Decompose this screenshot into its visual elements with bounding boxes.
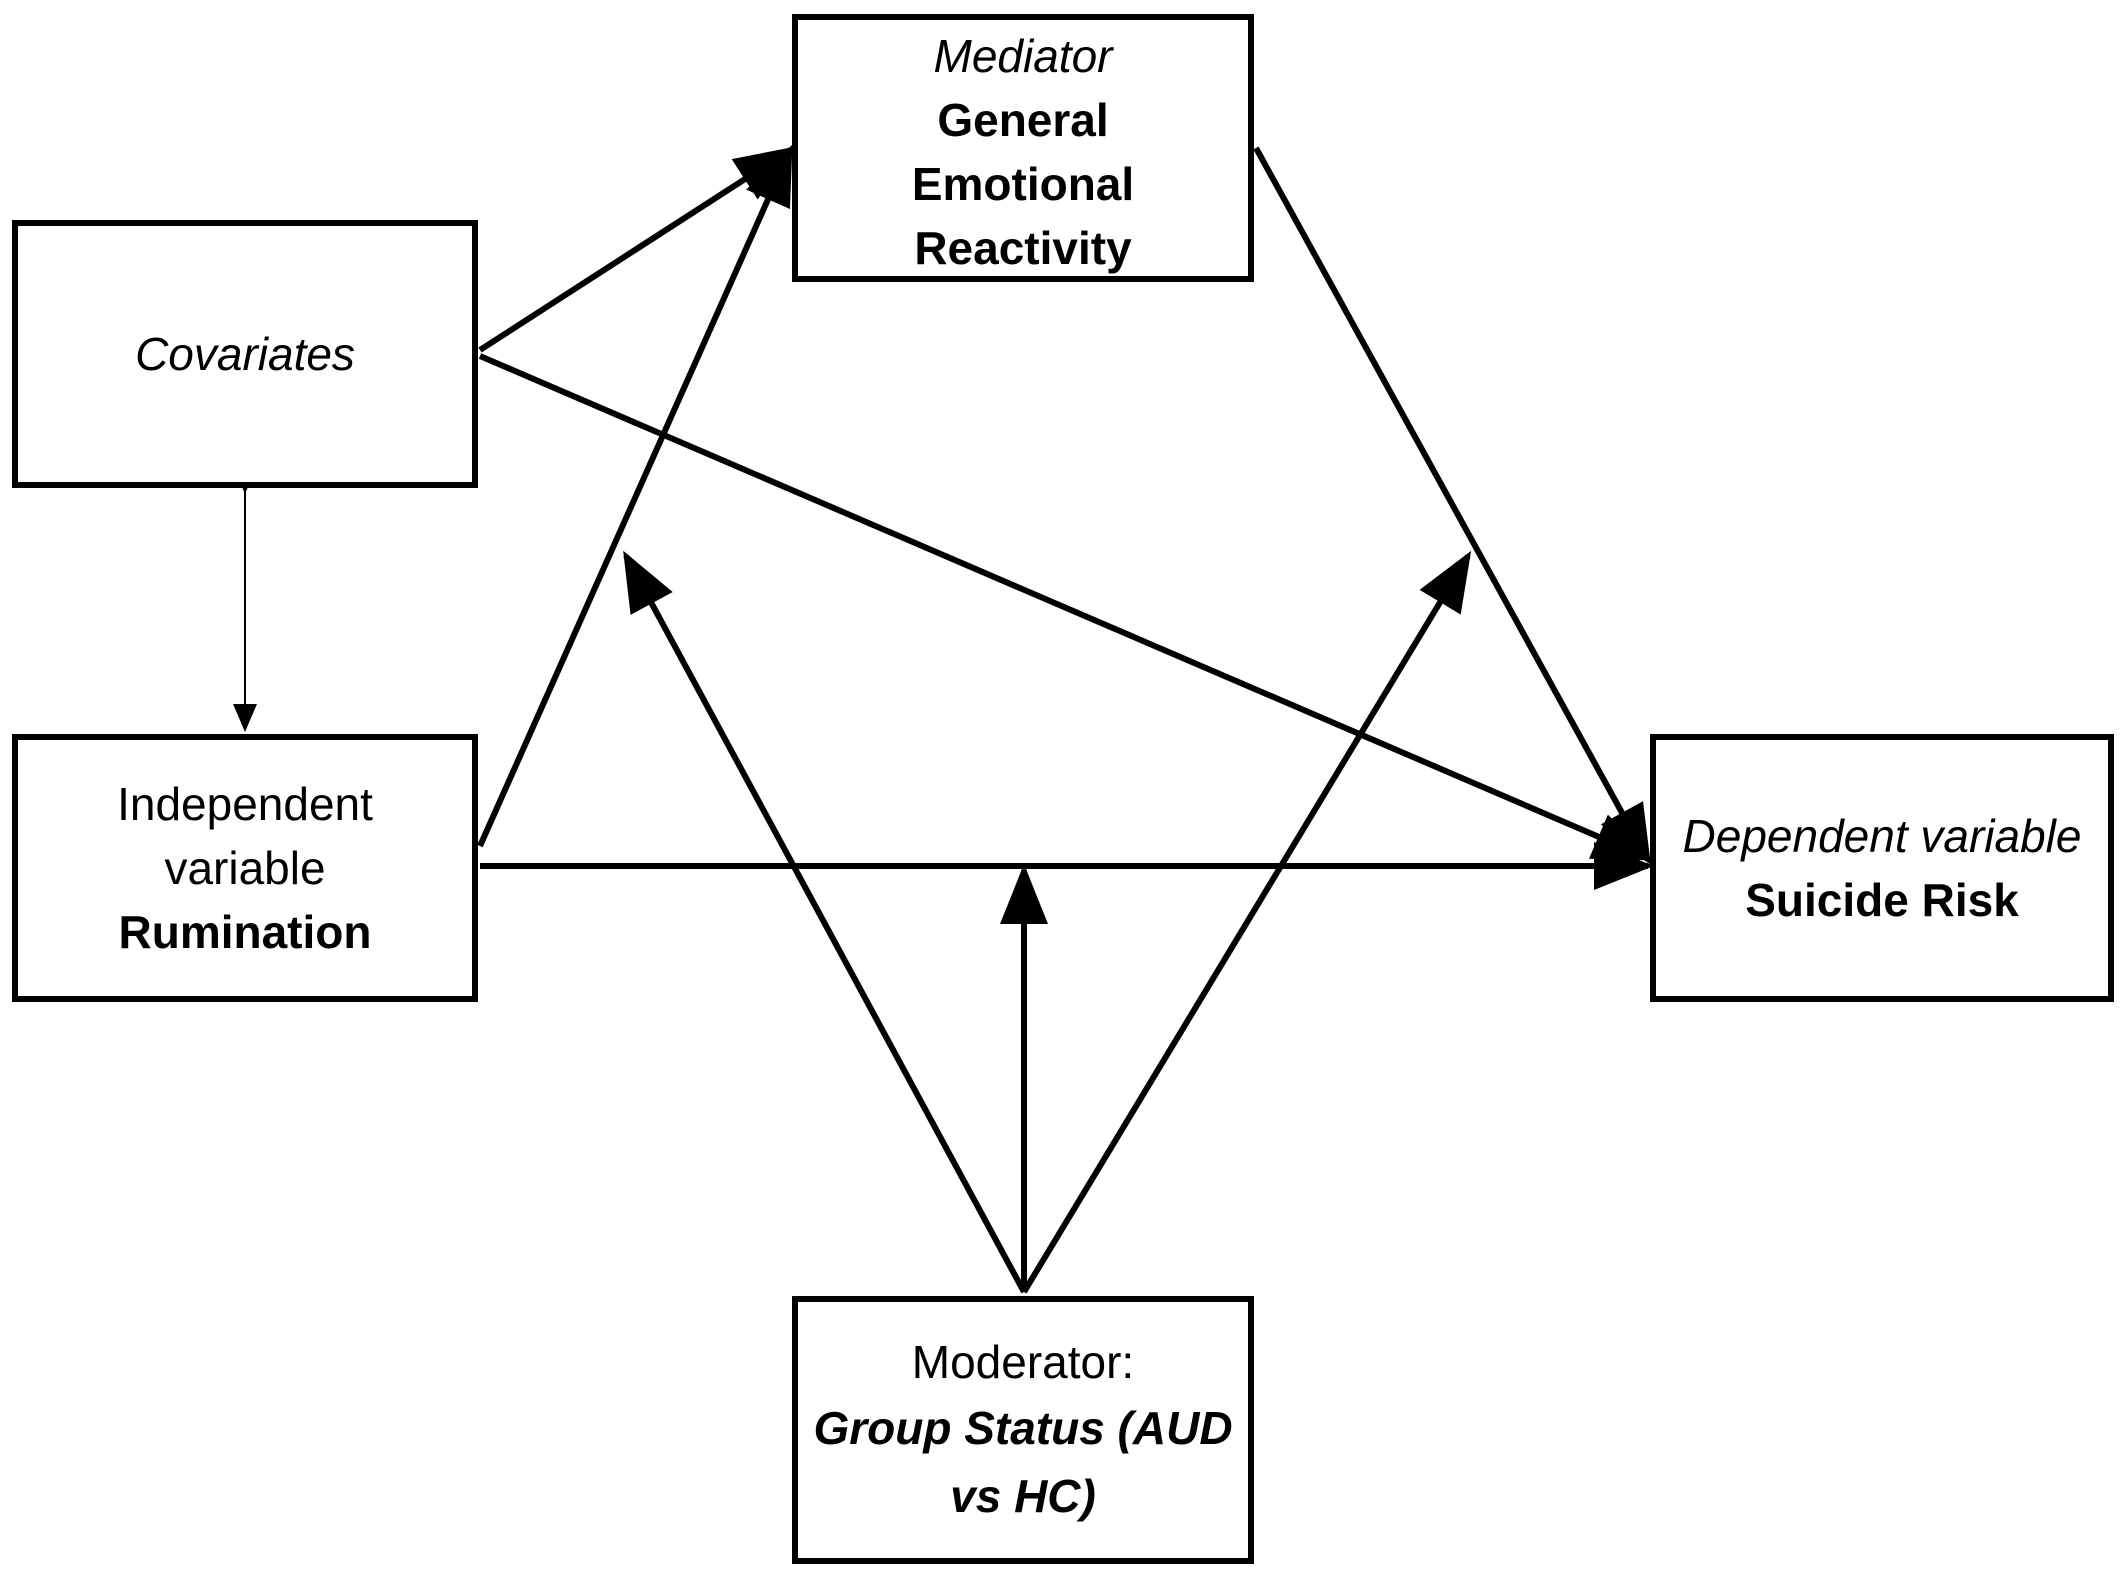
- independent-role-line1: Independent: [117, 778, 373, 830]
- covariates-box: Covariates: [12, 220, 478, 488]
- moderator-name-line2: vs HC): [950, 1470, 1096, 1522]
- arrow-covariates-to-dependent: [478, 353, 1654, 861]
- mediator-role-label: Mediator: [933, 30, 1113, 82]
- mediator-name-line3: Reactivity: [914, 222, 1132, 274]
- moderator-box: Moderator: Group Status (AUD vs HC): [792, 1296, 1254, 1564]
- dependent-name: Suicide Risk: [1745, 874, 2019, 926]
- independent-name: Rumination: [118, 906, 372, 958]
- dependent-role-label: Dependent variable: [1682, 810, 2082, 862]
- mediator-name-line2: Emotional: [911, 158, 1135, 210]
- moderator-name-line1: Group Status (AUD: [813, 1402, 1233, 1454]
- arrow-independent-to-mediator: [477, 144, 793, 848]
- mediator-name-line1: General: [937, 94, 1109, 146]
- independent-role-line2: variable: [164, 842, 326, 894]
- covariates-label: Covariates: [135, 328, 355, 380]
- dependent-variable-box: Dependent variable Suicide Risk: [1650, 734, 2114, 1002]
- arrow-moderator-to-a-path: [623, 550, 1027, 1294]
- arrow-covariates-to-mediator: [478, 146, 796, 353]
- arrow-moderator-to-b-path: [1021, 550, 1472, 1294]
- arrow-mediator-to-dependent: [1253, 146, 1651, 866]
- independent-variable-box: Independent variable Rumination: [12, 734, 478, 1002]
- moderator-role-label: Moderator:: [911, 1336, 1135, 1388]
- mediator-box: Mediator General Emotional Reactivity: [792, 14, 1254, 282]
